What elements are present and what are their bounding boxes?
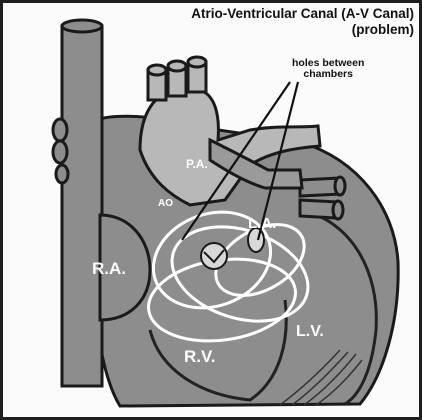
label-ao: AO: [158, 198, 173, 209]
label-lv: L.V.: [296, 323, 324, 340]
annotation-line-2: chambers: [292, 69, 364, 80]
label-rv: R.V.: [184, 347, 216, 366]
title-line-1: Atrio-Ventricular Canal (A-V Canal): [191, 6, 414, 22]
diagram-title: Atrio-Ventricular Canal (A-V Canal) (pro…: [191, 6, 414, 38]
label-pa: P.A.: [186, 157, 208, 171]
left-veins: [53, 119, 68, 183]
label-ra: R.A.: [92, 259, 126, 278]
holes-annotation: holes between chambers: [292, 58, 364, 80]
label-la: L.A.: [248, 215, 276, 232]
title-line-2: (problem): [191, 22, 414, 38]
vena-cava: [62, 26, 102, 386]
